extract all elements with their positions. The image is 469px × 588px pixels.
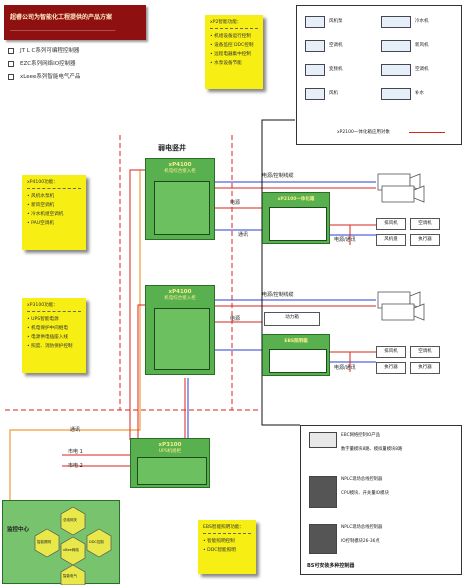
control-center-title: 监控中心 — [7, 527, 30, 533]
title-underline: —————————————————————————————— — [10, 28, 116, 33]
line-label: 电源/控制线缆 — [262, 173, 294, 179]
device-box: 风机盘 — [376, 234, 406, 246]
device-group: 排风机 空调机 风机盘 执行器 — [376, 218, 444, 248]
fan-pump-icon — [305, 16, 325, 28]
cabinet-xp3100: xP3100 UPS机组柜 — [130, 438, 210, 488]
line-label: 市电 1 — [68, 449, 83, 455]
controller-icon — [309, 432, 337, 448]
line-label: 电源/通讯 — [334, 365, 356, 371]
line-label: 通讯 — [70, 427, 81, 433]
legend-label: 新风机 — [415, 43, 429, 48]
device-group: 排风机 空调机 执行器 执行器 — [376, 346, 444, 376]
note-xp2: xP2智能功能： 机组设备运行控制 设备监控 DDC控制 远程电器集中控制 水泵… — [205, 15, 263, 89]
water-icon — [381, 88, 411, 100]
camera-icon — [377, 173, 425, 321]
line-label: 电源 — [230, 316, 241, 322]
hex-label: 智能电气 — [63, 574, 77, 578]
hex-label: 智能照明 — [37, 540, 51, 544]
line-label: 电源/通讯 — [334, 237, 356, 243]
plc-icon — [309, 524, 337, 554]
panel-xp2100: xP2100一体化箱 — [262, 192, 330, 244]
legend-label: 空调机 — [415, 67, 429, 72]
bms-caption: BS可安装多种控制器 — [307, 563, 355, 569]
fresh-air-icon — [381, 40, 411, 52]
plc-icon — [309, 476, 337, 508]
line-label: 电源 — [230, 200, 241, 206]
list-item: EZC系列网络IO控制器 — [8, 58, 80, 71]
device-box: 排风机 — [376, 218, 406, 230]
bms-item: IO控制模块26-36点 — [341, 539, 380, 544]
hex-label: xBee网络 — [63, 548, 79, 552]
power-box: 动力箱 — [264, 312, 320, 326]
bms-item: NPLC现场总线控制器 — [341, 477, 383, 482]
vfd-icon — [305, 64, 325, 76]
chiller-icon — [381, 16, 411, 28]
line-label: 市电 2 — [68, 463, 83, 469]
control-center: 监控中心 总线网关 智能照明 xBee网络 DDC控制 智能电气 — [2, 500, 120, 585]
bms-box: EBC网络控制IO产品 数字量模块8路、模拟量模块8路 NPLC现场总线控制器 … — [300, 425, 462, 575]
legend-label: 变频机 — [329, 67, 343, 72]
line-label: 通讯 — [238, 232, 249, 238]
legend-label: 补水 — [415, 91, 424, 96]
device-box: 空调机 — [410, 218, 440, 230]
checkbox-icon — [8, 60, 14, 67]
note-xp4100: xP4100功能： 风机水泵机 新风空调机 冷水机组空调机 PAU空调机 — [22, 175, 86, 250]
device-box: 执行器 — [410, 362, 440, 374]
controller-icon — [269, 349, 327, 373]
hex-label: 总线网关 — [63, 518, 77, 522]
legend-caption: xP2100一体化箱应用对象 — [337, 130, 390, 135]
checkbox-icon — [8, 47, 14, 54]
title-banner: 超睿公司为智能化工程提供的产品方案 ——————————————————————… — [4, 5, 146, 40]
note-xp3100: xP3100功能： UPS智能电源 机电保护中间继电 电源供电插座入线 照度、消… — [22, 298, 86, 373]
breaker-icon — [154, 181, 210, 235]
device-box: 空调机 — [410, 346, 440, 358]
note-ebs: EBS智能照明功能： 智能照明控制 DDC智能照明 — [198, 520, 256, 574]
fan-icon — [305, 88, 325, 100]
cabinet-xp4100-2: xP4100 机电综合接入柜 — [145, 285, 215, 375]
ac-unit-icon — [305, 40, 325, 52]
legend-label: 风机泵 — [329, 19, 343, 24]
list-item: JT L C系列可编程控制器 — [8, 45, 80, 58]
hex-cluster — [34, 506, 112, 585]
legend-box: 风机泵 冷水机 空调机 新风机 变频机 空调机 风机 补水 xP2100一体化箱… — [296, 5, 462, 145]
checkbox-icon — [8, 73, 14, 80]
breaker-icon — [154, 308, 210, 370]
panel-ebs: EBS照明箱 — [262, 334, 330, 376]
bms-item: NPLC现场总线控制器 — [341, 525, 383, 530]
legend-label: 风机 — [329, 91, 338, 96]
bms-item: CPU模块、开关量IO模块 — [341, 491, 389, 496]
ups-icon — [137, 457, 207, 485]
legend-label: 空调机 — [329, 43, 343, 48]
device-box: 排风机 — [376, 346, 406, 358]
hex-label: DDC控制 — [89, 540, 104, 544]
product-list: JT L C系列可编程控制器 EZC系列网络IO控制器 xLeee系列智能电气产… — [8, 45, 80, 84]
controller-icon — [269, 207, 327, 241]
page-title: 超睿公司为智能化工程提供的产品方案 — [10, 14, 113, 21]
bms-item: 数字量模块8路、模拟量模块8路 — [341, 447, 403, 452]
device-box: 执行器 — [376, 362, 406, 374]
legend-label: 冷水机 — [415, 19, 429, 24]
cabinet-xp4100-1: xP4100 机电综合接入柜 — [145, 158, 215, 240]
device-box: 执行器 — [410, 234, 440, 246]
ac-icon — [381, 64, 411, 76]
legend-line — [409, 132, 445, 133]
section-title: 弱电竖井 — [158, 144, 186, 152]
list-item: xLeee系列智能电气产品 — [8, 71, 80, 84]
line-label: 电源/控制线缆 — [262, 292, 294, 298]
bms-item: EBC网络控制IO产品 — [341, 433, 381, 438]
